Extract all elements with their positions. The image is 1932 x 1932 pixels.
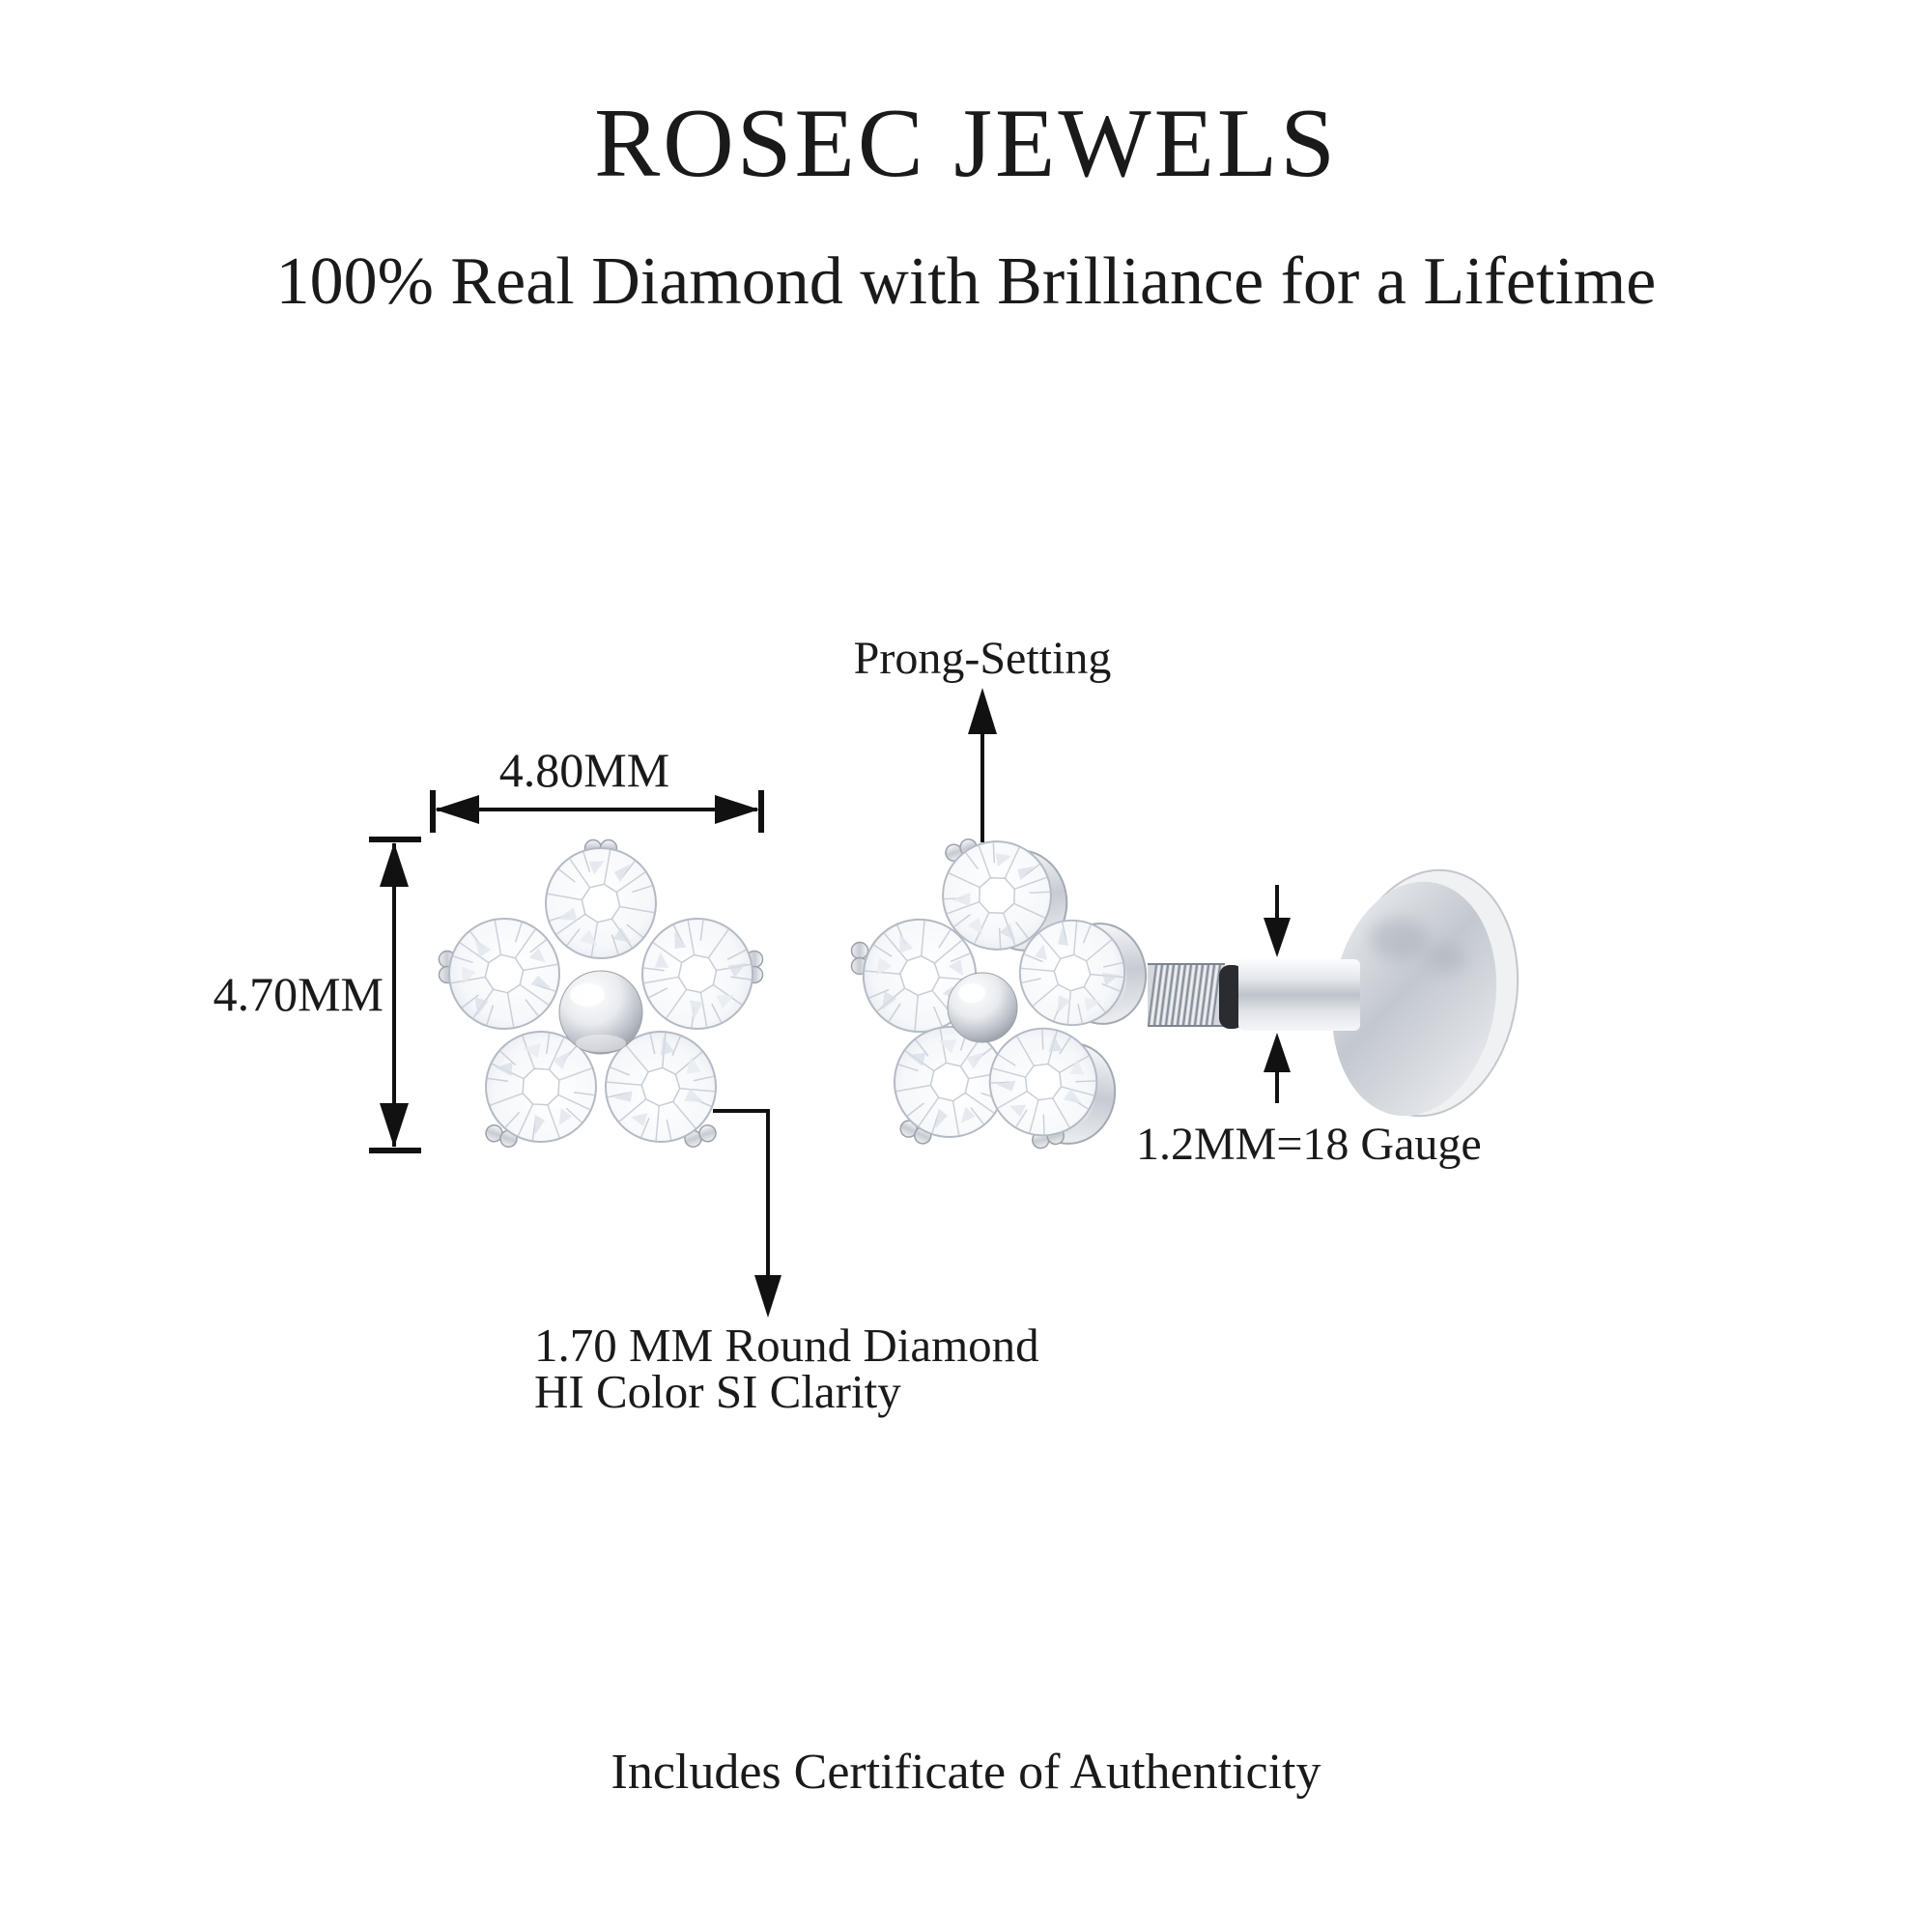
flower-side-view [850,822,1153,1156]
screw-threads [1147,963,1225,1027]
stone-spec-connector [713,1109,781,1318]
brand-tagline: 100% Real Diamond with Brilliance for a … [275,244,1657,319]
gauge-label: 1.2MM=18 Gauge [1136,1119,1482,1170]
stone-spec-line1: 1.70 MM Round Diamond [534,1319,1039,1372]
width-dimension-arrow [430,790,764,833]
labret-post [1147,868,1520,1118]
back-disc [1331,868,1520,1118]
stone-spec-label: 1.70 MM Round Diamond HI Color SI Clarit… [534,1319,1039,1418]
o-ring [1219,965,1244,1029]
height-dimension-arrow [369,837,421,1153]
certificate-note: Includes Certificate of Authenticity [611,1745,1321,1800]
annotation-graphics [369,688,1291,1318]
stone-spec-line2: HI Color SI Clarity [534,1365,901,1418]
gauge-arrows [1264,885,1291,1103]
width-dimension-label: 4.80MM [498,743,670,797]
center-ball-side [947,972,1018,1043]
flower-front-view [438,838,776,1166]
prong-setting-label: Prong-Setting [853,633,1112,684]
height-dimension-label: 4.70MM [213,967,384,1021]
post-bar [1238,959,1360,1031]
brand-title: ROSEC JEWELS [594,89,1338,198]
prong-setting-arrow [968,688,997,842]
